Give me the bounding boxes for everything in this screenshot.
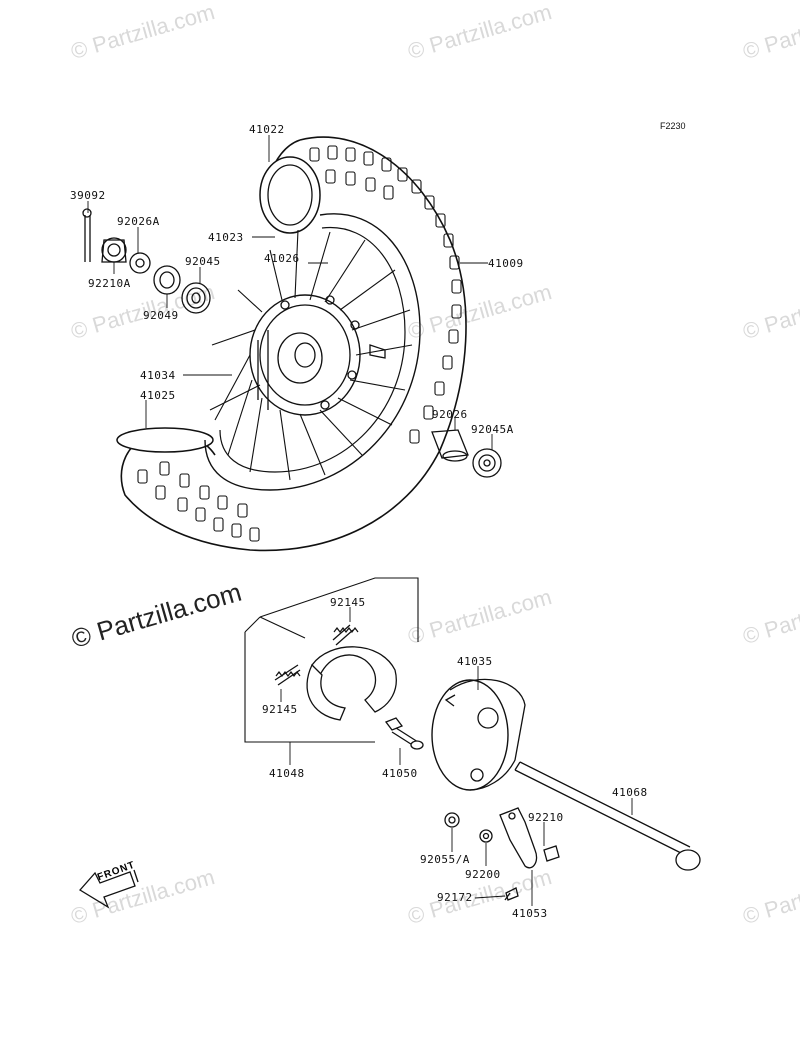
lever-41053 bbox=[499, 807, 538, 869]
rim-drawing bbox=[204, 213, 421, 491]
part-label-92026A[interactable]: 92026A bbox=[117, 215, 160, 228]
part-label-92026[interactable]: 92026 bbox=[432, 408, 468, 421]
brake-shoe-frame bbox=[244, 577, 419, 743]
part-label-92210A[interactable]: 92210A bbox=[88, 277, 131, 290]
part-label-92055A[interactable]: 92055/A bbox=[420, 853, 470, 866]
part-label-92172[interactable]: 92172 bbox=[437, 891, 473, 904]
tire-drawing bbox=[116, 136, 467, 552]
brake-cam-41050 bbox=[384, 717, 424, 750]
washer-92200 bbox=[479, 829, 493, 843]
brake-panel-41035 bbox=[431, 678, 526, 791]
brake-shoes-drawing bbox=[274, 624, 397, 721]
part-label-41025[interactable]: 41025 bbox=[140, 389, 176, 402]
washer-92055A bbox=[444, 812, 460, 828]
hub-drawing bbox=[249, 294, 386, 416]
collar-92026A bbox=[129, 252, 151, 274]
spring-92145-top bbox=[333, 627, 359, 633]
figure-code: F2230 bbox=[660, 121, 686, 131]
part-label-41026[interactable]: 41026 bbox=[264, 252, 300, 265]
part-label-39092[interactable]: 39092 bbox=[70, 189, 106, 202]
bearing-92045 bbox=[181, 282, 211, 314]
part-label-41022[interactable]: 41022 bbox=[249, 123, 285, 136]
axle-41068 bbox=[514, 761, 701, 871]
spacer-92026 bbox=[431, 429, 469, 462]
bearing-92045A bbox=[472, 448, 502, 478]
front-arrow-drawing bbox=[78, 869, 139, 909]
cotter-pin-39092 bbox=[82, 208, 92, 262]
nut-92210A bbox=[101, 237, 127, 263]
part-label-41034[interactable]: 41034 bbox=[140, 369, 176, 382]
nut-92210 bbox=[543, 845, 560, 862]
part-label-92145-top[interactable]: 92145 bbox=[330, 596, 366, 609]
spokes-drawing bbox=[209, 229, 413, 481]
bolt-92172 bbox=[504, 887, 519, 901]
part-label-41023[interactable]: 41023 bbox=[208, 231, 244, 244]
part-label-41048[interactable]: 41048 bbox=[269, 767, 305, 780]
spring-92145-left bbox=[275, 671, 301, 677]
seal-92049 bbox=[153, 265, 181, 295]
part-label-41035[interactable]: 41035 bbox=[457, 655, 493, 668]
part-label-92045A[interactable]: 92045A bbox=[471, 423, 514, 436]
leader-lines bbox=[87, 135, 633, 906]
part-label-92210[interactable]: 92210 bbox=[528, 811, 564, 824]
part-label-41053[interactable]: 41053 bbox=[512, 907, 548, 920]
part-label-92200[interactable]: 92200 bbox=[465, 868, 501, 881]
part-label-41050[interactable]: 41050 bbox=[382, 767, 418, 780]
part-label-92045[interactable]: 92045 bbox=[185, 255, 221, 268]
part-label-41068[interactable]: 41068 bbox=[612, 786, 648, 799]
part-label-92145-left[interactable]: 92145 bbox=[262, 703, 298, 716]
part-label-41009[interactable]: 41009 bbox=[488, 257, 524, 270]
part-label-92049[interactable]: 92049 bbox=[143, 309, 179, 322]
